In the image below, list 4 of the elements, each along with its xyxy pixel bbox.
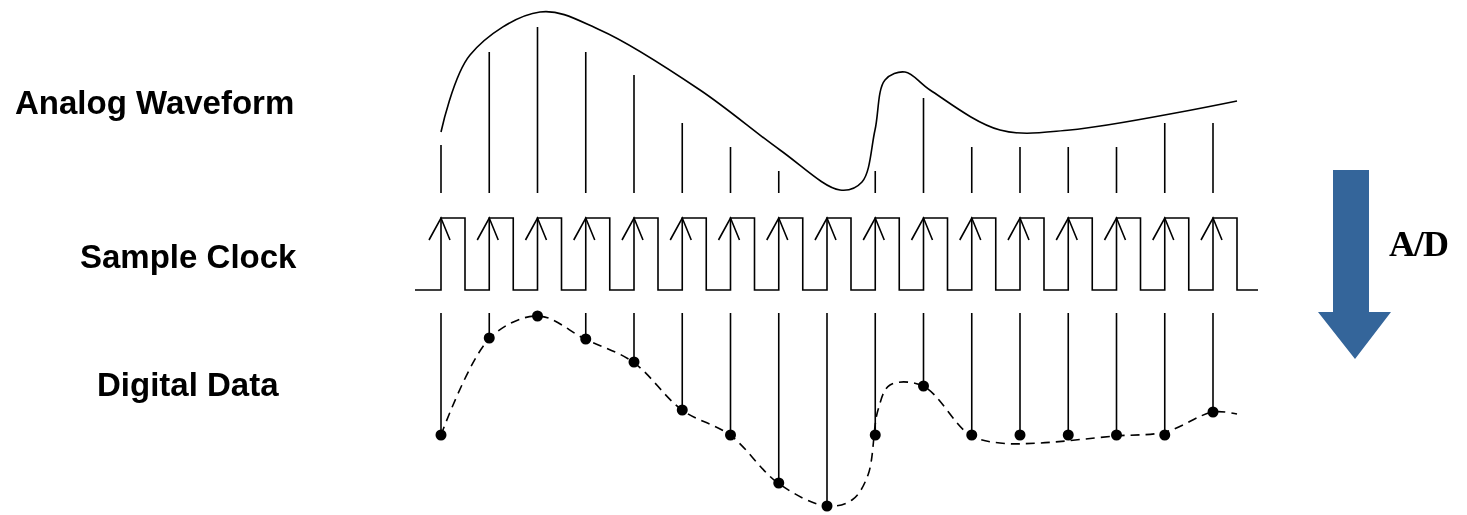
row-label: Analog Waveform [15,86,295,119]
row-label: Sample Clock [80,240,297,273]
conversion-label: A/D [1389,226,1448,262]
row-label: Digital Data [97,368,279,401]
